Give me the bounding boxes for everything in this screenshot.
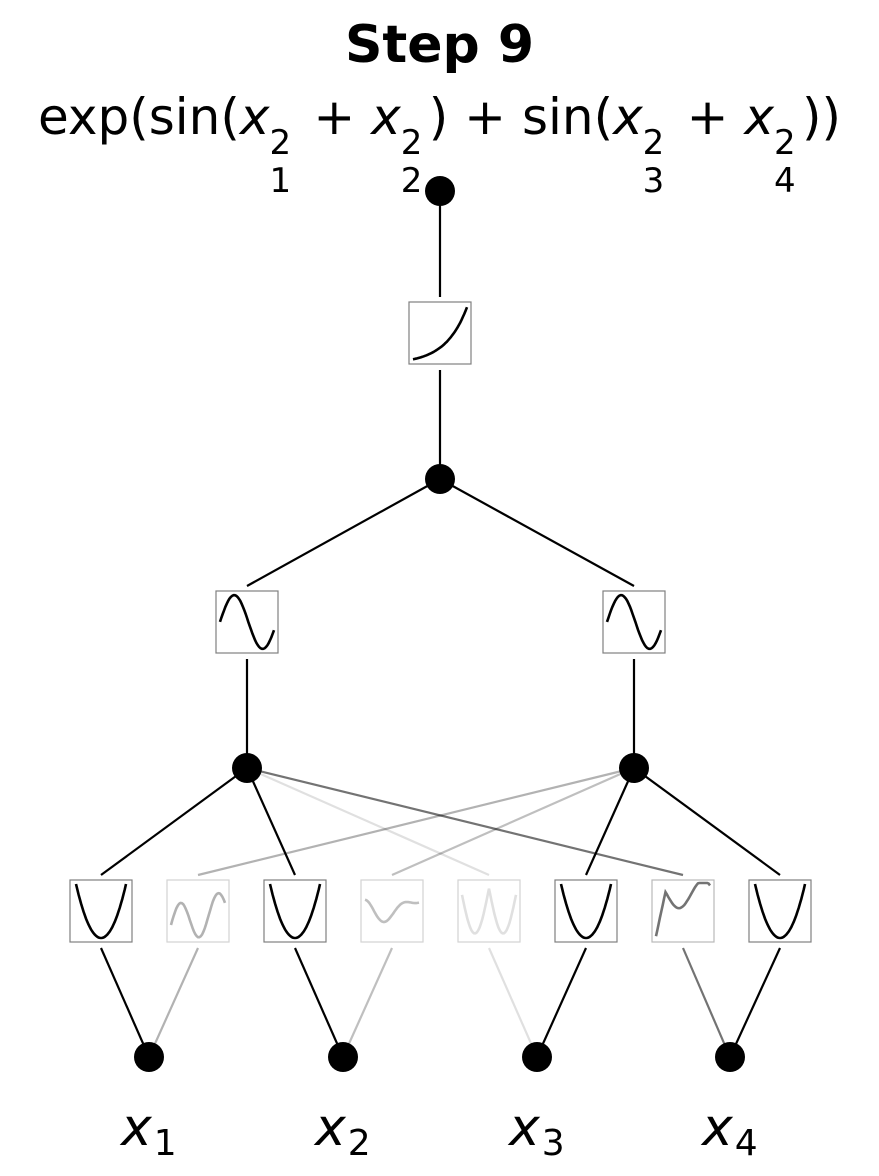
activation-l1-1-curve <box>74 883 128 940</box>
edge-input-2-lower <box>293 947 345 1058</box>
input-label-var: x <box>313 1098 347 1158</box>
activation-l2-2-curve <box>605 593 663 651</box>
edge-hidden-1-upper <box>246 766 684 877</box>
activation-l3-1-box <box>408 301 472 365</box>
input-label-sub: 2 <box>348 1123 371 1164</box>
activation-l1-6-curve <box>559 883 613 940</box>
activation-l1-4-box <box>360 879 424 943</box>
input-node-1 <box>134 1042 164 1072</box>
formula-sub: 4 <box>773 161 796 201</box>
input-label-4: x4 <box>700 1098 758 1164</box>
edge-input-4-lower <box>681 947 732 1058</box>
input-node-3 <box>522 1042 552 1072</box>
formula-sup: 2 <box>642 123 665 163</box>
formula-sup: 2 <box>269 123 292 163</box>
diagram-title: Step 9 <box>344 15 535 75</box>
edge-hidden-1-upper <box>245 767 297 876</box>
activation-l1-5-curve <box>460 888 518 935</box>
activation-l3-1-curve <box>412 306 469 361</box>
formula-suffix: )) <box>801 88 841 146</box>
edge-input-2-lower <box>341 947 394 1058</box>
edge-input-1-lower <box>99 947 151 1058</box>
activation-l1-2-curve <box>169 891 227 939</box>
input-label-sub: 3 <box>542 1123 565 1164</box>
activation-l1-3-box <box>263 879 327 943</box>
input-label-var: x <box>119 1098 153 1158</box>
input-label-var: x <box>507 1098 541 1158</box>
edge-l2-2-upper <box>439 478 635 587</box>
edge-input-4-lower <box>729 947 781 1058</box>
activation-l1-7-box <box>651 879 715 943</box>
activation-l1-8-curve <box>753 883 807 940</box>
activation-l1-6-box <box>554 879 618 943</box>
edge-l2-1-upper <box>246 478 441 587</box>
activation-l1-1-box <box>69 879 133 943</box>
hidden-node-2 <box>619 753 649 783</box>
edge-hidden-2-upper <box>633 767 781 876</box>
formula-prefix: exp(sin( <box>38 88 240 146</box>
activation-l1-3-curve <box>268 883 322 940</box>
formula-sup: 2 <box>400 123 423 163</box>
edge-input-3-lower <box>535 947 588 1058</box>
input-label-1: x1 <box>119 1098 177 1164</box>
activation-l2-2-box <box>602 590 666 654</box>
edge-hidden-1-upper <box>246 766 490 877</box>
formula-sub: 1 <box>269 161 292 201</box>
input-label-3: x3 <box>507 1098 565 1164</box>
input-label-sub: 1 <box>154 1123 177 1164</box>
formula-sup: 2 <box>773 123 796 163</box>
formula-var: x <box>613 88 643 146</box>
formula-var: x <box>239 88 270 146</box>
activation-l1-8-box <box>748 879 812 943</box>
activation-l2-1-box <box>215 590 279 654</box>
formula-sub: 2 <box>400 161 423 201</box>
edge-hidden-2-upper <box>197 766 635 877</box>
input-label-var: x <box>700 1098 734 1158</box>
input-label-sub: 4 <box>735 1123 758 1164</box>
formula-var: x <box>371 88 401 146</box>
formula-operator: + <box>670 88 745 146</box>
output-node <box>425 176 455 206</box>
formula-sub: 3 <box>642 161 665 201</box>
sum-node <box>425 464 455 494</box>
hidden-node-1 <box>232 753 262 783</box>
edge-input-1-lower <box>147 947 200 1058</box>
input-node-4 <box>715 1042 745 1072</box>
input-node-2 <box>328 1042 358 1072</box>
edge-input-3-lower <box>487 947 539 1058</box>
activation-l1-7-curve <box>654 881 712 937</box>
input-label-2: x2 <box>313 1098 371 1164</box>
activation-l2-1-curve <box>218 593 276 651</box>
edge-hidden-1-upper <box>100 767 248 876</box>
activation-l1-4-curve <box>364 898 420 924</box>
formula-operator: + <box>297 88 372 146</box>
edge-hidden-2-upper <box>584 767 636 876</box>
activation-l1-2-box <box>166 879 230 943</box>
formula-var: x <box>744 88 774 146</box>
formula-middle: ) + sin( <box>428 88 614 146</box>
edge-hidden-2-upper <box>391 766 635 877</box>
activation-l1-5-box <box>457 879 521 943</box>
